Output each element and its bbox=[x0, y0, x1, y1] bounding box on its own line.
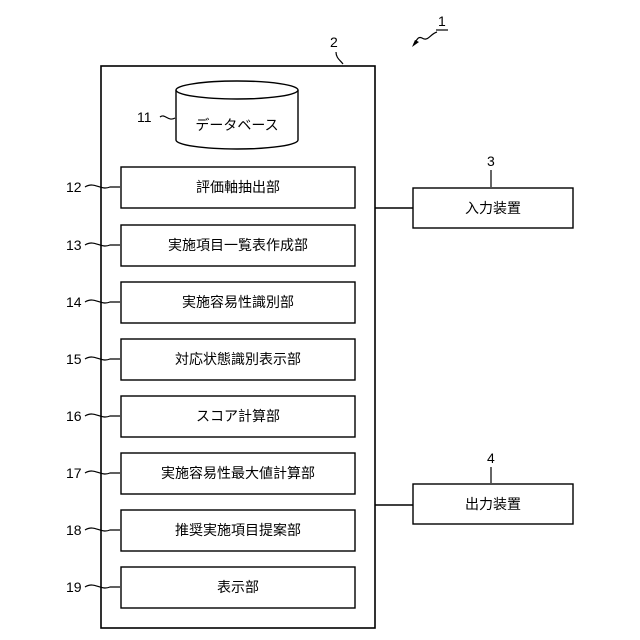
unit-leader-14 bbox=[85, 300, 120, 303]
input-device-ref: 3 bbox=[487, 153, 495, 169]
unit-label-13: 実施項目一覧表作成部 bbox=[168, 237, 308, 254]
unit-leader-16 bbox=[85, 414, 120, 417]
unit-leader-17 bbox=[85, 471, 120, 474]
unit-label-17: 実施容易性最大値計算部 bbox=[161, 465, 315, 482]
database-leader-line bbox=[160, 116, 175, 119]
unit-label-14: 実施容易性識別部 bbox=[182, 294, 294, 311]
unit-ref-18: 18 bbox=[66, 522, 82, 538]
unit-leader-12 bbox=[85, 185, 120, 188]
unit-ref-13: 13 bbox=[66, 237, 82, 253]
unit-label-19: 表示部 bbox=[217, 580, 259, 596]
device-leader-line bbox=[336, 52, 343, 64]
unit-ref-12: 12 bbox=[66, 179, 82, 195]
unit-leader-18 bbox=[85, 528, 120, 531]
database-cylinder bbox=[176, 81, 298, 149]
unit-leader-19 bbox=[85, 585, 120, 588]
unit-ref-16: 16 bbox=[66, 408, 82, 424]
database-label: データベース bbox=[195, 117, 278, 134]
unit-leader-15 bbox=[85, 357, 120, 360]
unit-ref-17: 17 bbox=[66, 465, 82, 481]
figure-number-label: 1 bbox=[438, 13, 446, 29]
input-device-label: 入力装置 bbox=[465, 201, 521, 217]
unit-label-16: スコア計算部 bbox=[196, 409, 280, 425]
unit-leader-13 bbox=[85, 243, 120, 246]
output-device-ref: 4 bbox=[487, 450, 495, 466]
device-ref-label: 2 bbox=[330, 34, 338, 50]
unit-label-15: 対応状態識別表示部 bbox=[175, 352, 301, 368]
unit-label-12: 評価軸抽出部 bbox=[196, 180, 280, 196]
unit-ref-14: 14 bbox=[66, 294, 82, 310]
figure-leader-arrowhead bbox=[412, 40, 419, 47]
output-device-label: 出力装置 bbox=[465, 497, 521, 513]
unit-ref-19: 19 bbox=[66, 579, 82, 595]
unit-ref-15: 15 bbox=[66, 351, 82, 367]
database-ref-label: 11 bbox=[137, 109, 152, 125]
unit-label-18: 推奨実施項目提案部 bbox=[175, 522, 301, 539]
